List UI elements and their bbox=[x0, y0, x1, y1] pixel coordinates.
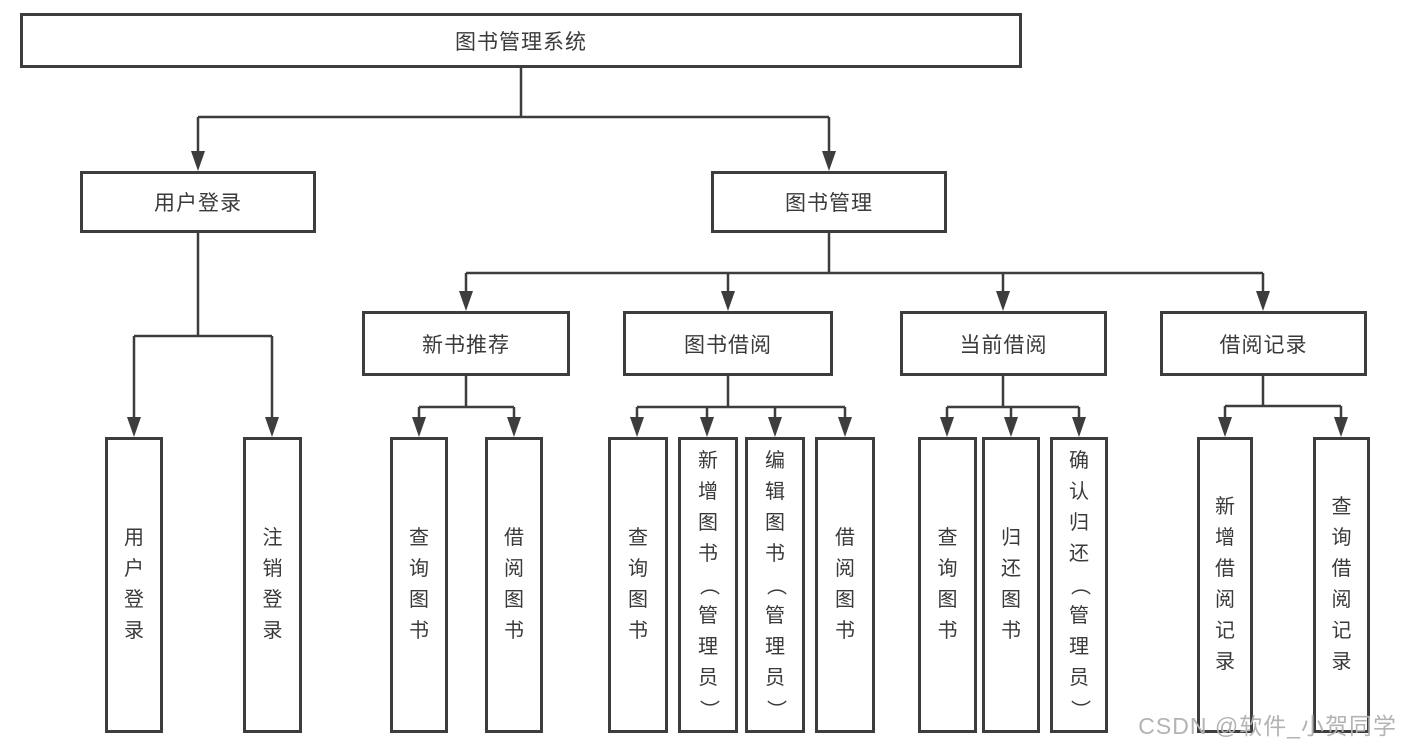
node-leaf-borrow-book-2: 借阅图书 bbox=[815, 437, 875, 733]
connector-newbookrec-to-leaves bbox=[417, 376, 516, 421]
node-leaf-return-book: 归还图书 bbox=[982, 437, 1040, 733]
node-leaf-logout-label: 注销登录 bbox=[262, 527, 283, 642]
connector-bookmgmt-to-level3 bbox=[464, 233, 1265, 295]
node-leaf-user-login: 用户登录 bbox=[105, 437, 163, 733]
node-leaf-add-borrow-record: 新增借阅记录 bbox=[1197, 437, 1253, 733]
node-leaf-borrow-book-2-label: 借阅图书 bbox=[835, 527, 855, 642]
node-root: 图书管理系统 bbox=[20, 13, 1022, 68]
node-leaf-borrow-book-1: 借阅图书 bbox=[485, 437, 543, 733]
node-borrow-record: 借阅记录 bbox=[1160, 311, 1367, 376]
arrowheads bbox=[127, 151, 1348, 437]
arrow-down-icon bbox=[700, 417, 714, 437]
arrow-down-icon bbox=[191, 151, 205, 171]
arrow-down-icon bbox=[265, 417, 279, 437]
node-leaf-query-book-2-label: 查询图书 bbox=[628, 527, 648, 642]
node-leaf-query-book-1: 查询图书 bbox=[390, 437, 448, 733]
node-leaf-add-book: 新增图书（管理员） bbox=[678, 437, 738, 733]
arrow-down-icon bbox=[996, 291, 1010, 311]
arrow-down-icon bbox=[1256, 291, 1270, 311]
arrow-down-icon bbox=[630, 417, 644, 437]
node-new-book-recommend: 新书推荐 bbox=[362, 311, 570, 376]
node-leaf-confirm-return: 确认归还（管理员） bbox=[1050, 437, 1108, 733]
connector-root-to-level2 bbox=[196, 68, 831, 155]
node-leaf-add-borrow-record-label: 新增借阅记录 bbox=[1215, 496, 1235, 673]
arrow-down-icon bbox=[1072, 417, 1086, 437]
connector-currentborrow-to-leaves bbox=[945, 376, 1081, 421]
arrow-down-icon bbox=[768, 417, 782, 437]
node-leaf-logout: 注销登录 bbox=[243, 437, 302, 733]
node-borrow-record-label: 借阅记录 bbox=[1219, 333, 1308, 357]
node-leaf-query-borrow-record: 查询借阅记录 bbox=[1313, 437, 1370, 733]
node-leaf-query-borrow-record-label: 查询借阅记录 bbox=[1331, 496, 1352, 673]
node-leaf-query-book-2: 查询图书 bbox=[608, 437, 668, 733]
arrow-down-icon bbox=[822, 151, 836, 171]
arrow-down-icon bbox=[1004, 417, 1018, 437]
node-book-management-label: 图书管理 bbox=[785, 192, 873, 215]
arrow-down-icon bbox=[459, 291, 473, 311]
node-leaf-return-book-label: 归还图书 bbox=[1001, 527, 1021, 642]
arrow-down-icon bbox=[838, 417, 852, 437]
arrow-down-icon bbox=[940, 417, 954, 437]
arrow-down-icon bbox=[1334, 417, 1348, 437]
connector-borrowrecord-to-leaves bbox=[1223, 376, 1343, 421]
node-new-book-recommend-label: 新书推荐 bbox=[422, 333, 510, 357]
arrow-down-icon bbox=[412, 417, 426, 437]
node-leaf-query-book-3-label: 查询图书 bbox=[937, 527, 958, 642]
node-leaf-edit-book-label: 编辑图书（管理员） bbox=[764, 449, 787, 720]
node-leaf-borrow-book-1-label: 借阅图书 bbox=[504, 527, 524, 642]
node-leaf-user-login-label: 用户登录 bbox=[124, 527, 144, 642]
node-leaf-confirm-return-label: 确认归还（管理员） bbox=[1068, 449, 1091, 720]
node-user-login-label: 用户登录 bbox=[154, 192, 242, 215]
arrow-down-icon bbox=[721, 291, 735, 311]
arrow-down-icon bbox=[1218, 417, 1232, 437]
arrow-down-icon bbox=[127, 417, 141, 437]
connector-bookborrow-to-leaves bbox=[635, 376, 847, 421]
node-user-login: 用户登录 bbox=[80, 171, 316, 233]
connector-userlogin-to-leaves bbox=[132, 233, 274, 421]
arrow-down-icon bbox=[507, 417, 521, 437]
node-leaf-query-book-3: 查询图书 bbox=[918, 437, 977, 733]
node-root-label: 图书管理系统 bbox=[455, 30, 587, 54]
watermark: CSDN @软件_小贺同学 bbox=[1138, 713, 1397, 739]
node-leaf-edit-book: 编辑图书（管理员） bbox=[745, 437, 805, 733]
node-book-management: 图书管理 bbox=[711, 171, 947, 233]
node-leaf-query-book-1-label: 查询图书 bbox=[409, 527, 429, 642]
node-current-borrow: 当前借阅 bbox=[900, 311, 1107, 376]
node-leaf-add-book-label: 新增图书（管理员） bbox=[697, 449, 720, 720]
node-book-borrow: 图书借阅 bbox=[623, 311, 833, 376]
node-current-borrow-label: 当前借阅 bbox=[959, 333, 1048, 357]
node-book-borrow-label: 图书借阅 bbox=[684, 333, 772, 357]
